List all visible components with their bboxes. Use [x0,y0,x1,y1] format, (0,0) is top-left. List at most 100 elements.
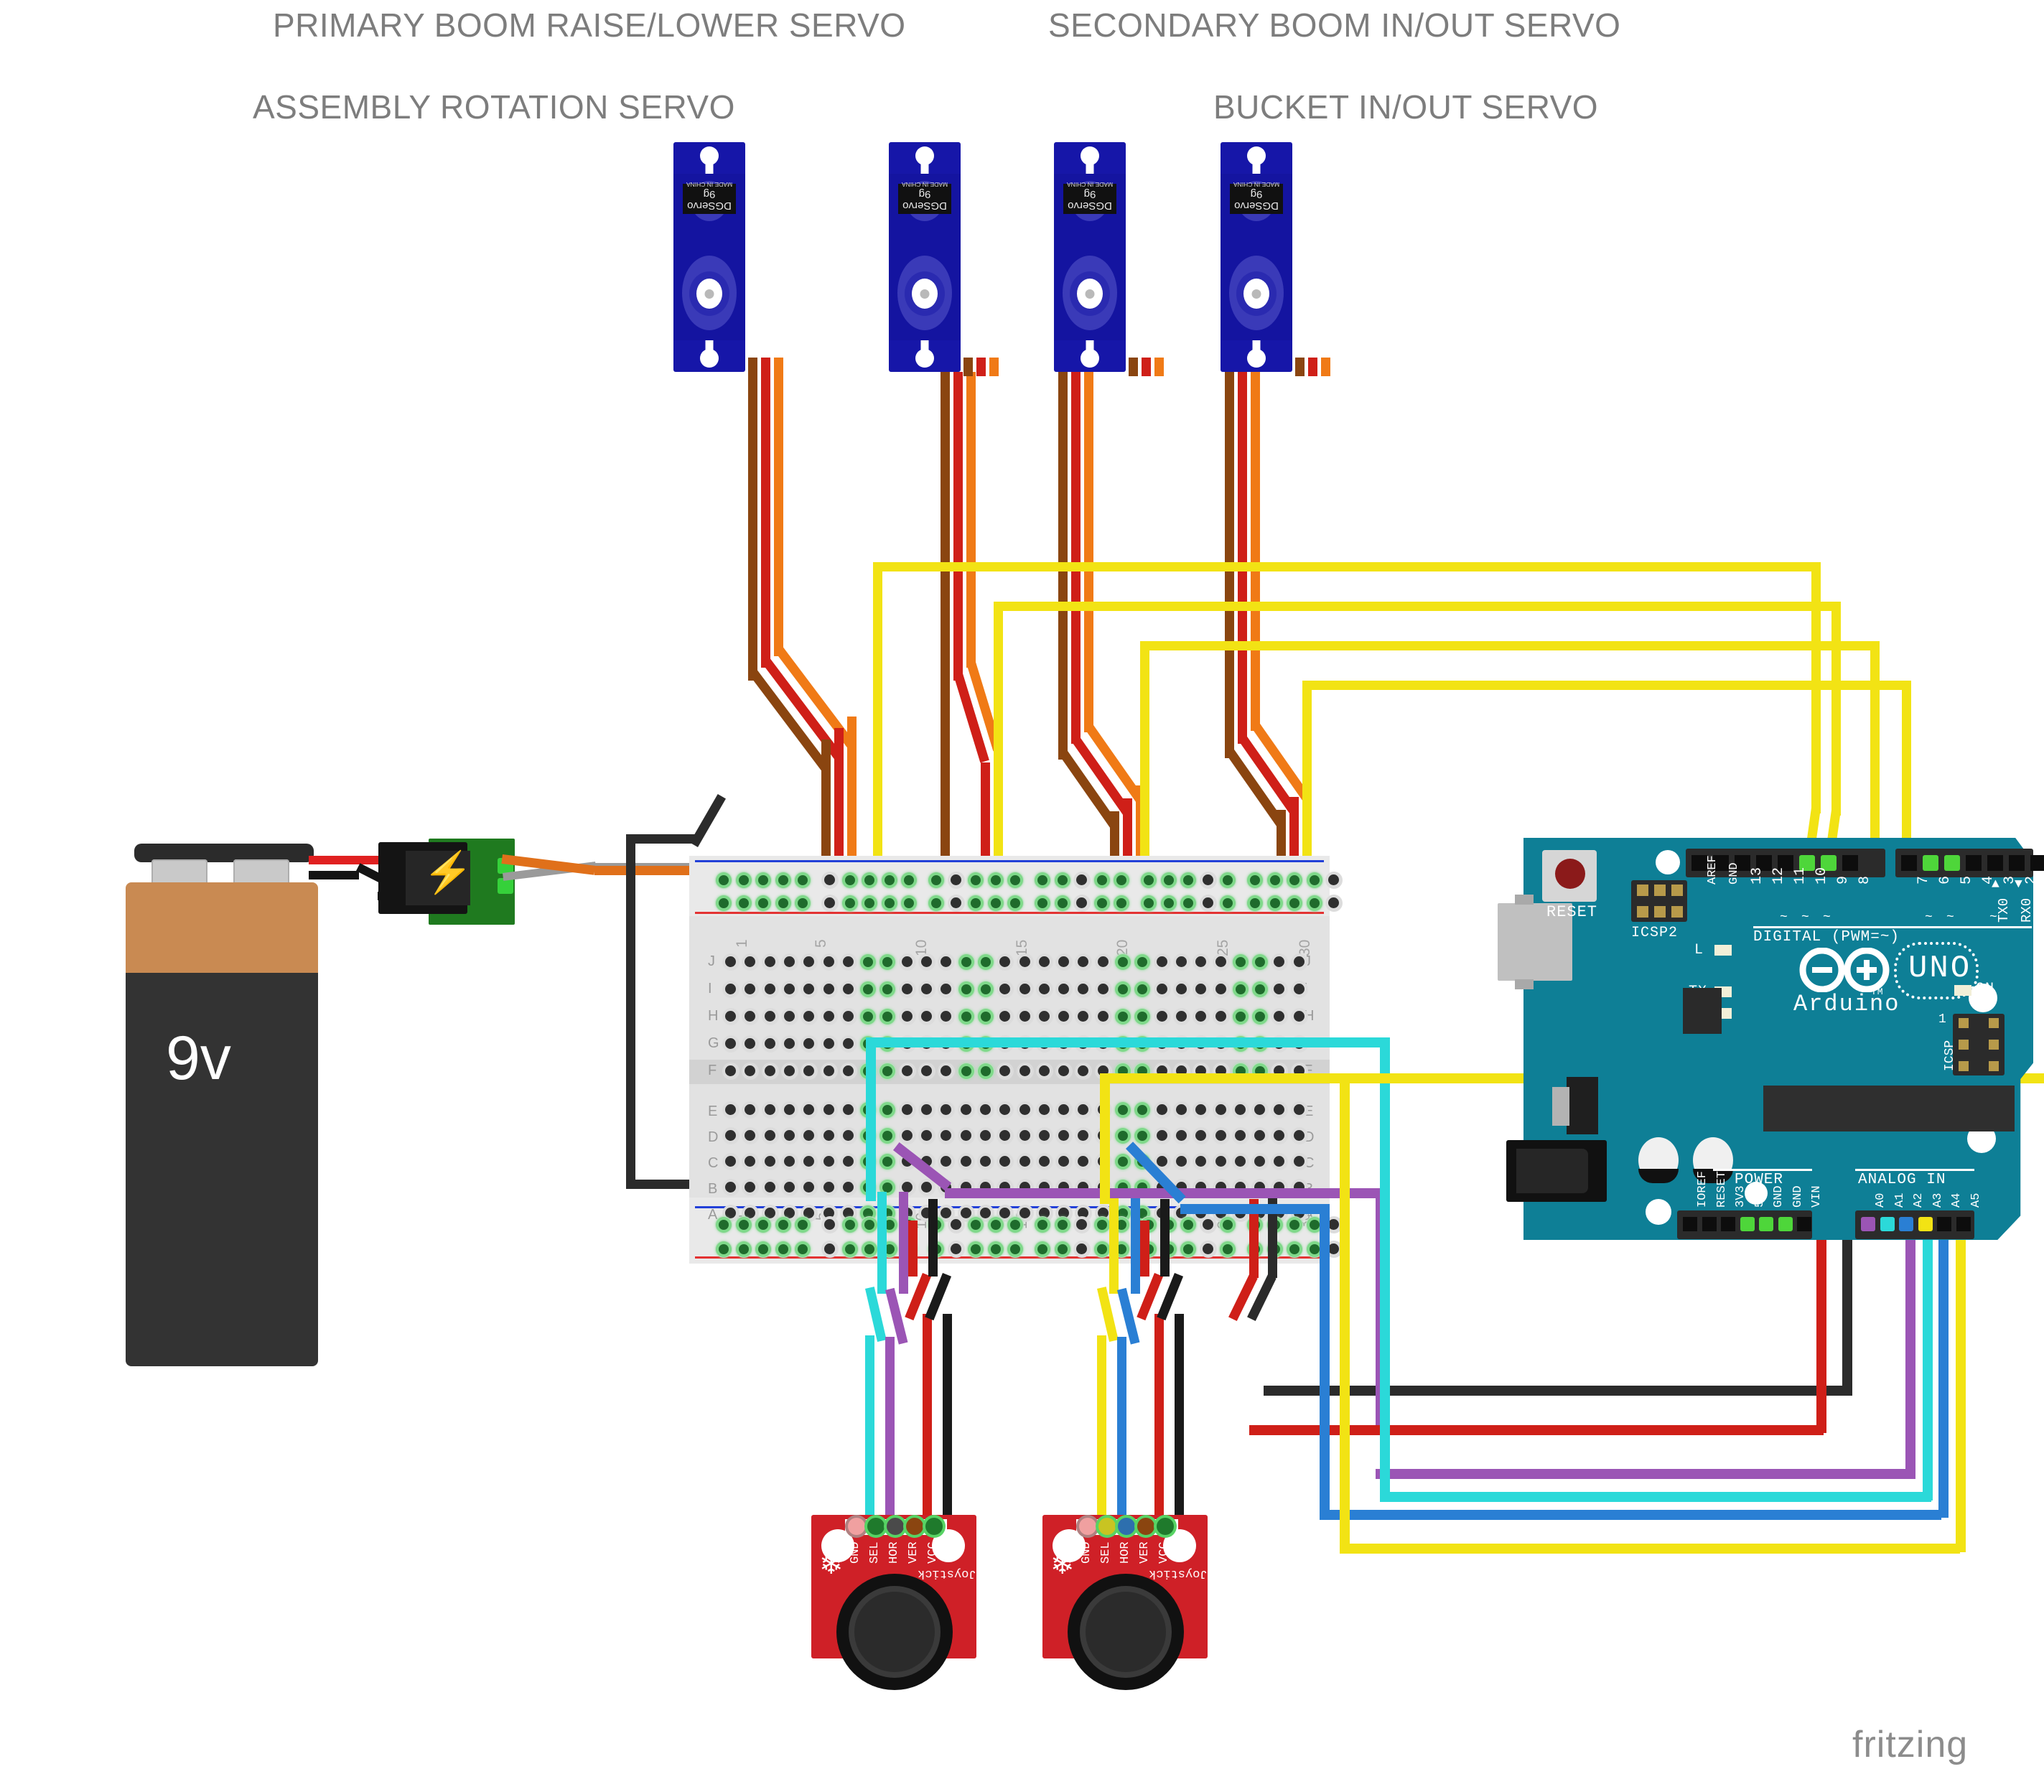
bb-bot-hole-r4-c16[interactable] [1038,1208,1050,1218]
bb-botrail-hole-1-17[interactable] [1076,1243,1088,1254]
bb-top-hole-r4-c3[interactable] [783,1065,795,1076]
bb-bot-hole-r2-c5[interactable] [823,1156,834,1167]
bb-top-hole-r1-c18[interactable] [1078,984,1089,994]
bb-toprail-hole-1-29[interactable] [1328,897,1340,908]
bb-botrail-hole-1-1[interactable] [735,1241,752,1257]
bb-top-hole-r4-c18[interactable] [1078,1065,1089,1076]
bb-top-hole-r2-c14[interactable] [999,1011,1011,1022]
bb-bot-hole-r3-c9[interactable] [901,1182,913,1193]
bb-bot-hole-r1-c10[interactable] [921,1130,932,1141]
bb-top-hole-r0-c25[interactable] [1215,956,1226,967]
bb-bot-hole-r0-c6[interactable] [842,1104,854,1115]
bb-botrail-hole-0-3[interactable] [775,1217,791,1233]
bb-bot-hole-r1-c21[interactable] [1134,1128,1151,1144]
bb-botrail-hole-1-24[interactable] [1220,1241,1236,1257]
digital-pin-socket-10[interactable] [1799,855,1815,871]
bb-bot-hole-r2-c2[interactable] [764,1156,775,1167]
joy2-pin-vcc[interactable] [1157,1518,1174,1535]
bb-top-hole-r1-c21[interactable] [1134,981,1151,997]
bb-toprail-hole-1-26[interactable] [1266,895,1283,911]
bb-toprail-hole-1-15[interactable] [1035,895,1050,911]
bb-botrail-hole-1-2[interactable] [755,1241,772,1257]
bb-bot-hole-r2-c12[interactable] [960,1156,971,1167]
joy1-pin-sel[interactable] [867,1518,885,1535]
bb-bot-hole-r4-c3[interactable] [783,1208,795,1218]
joy1-stick-inner[interactable] [854,1592,935,1672]
bb-bot-hole-r1-c6[interactable] [842,1130,854,1141]
bb-bot-hole-r2-c18[interactable] [1078,1156,1089,1167]
bb-bot-hole-r1-c0[interactable] [725,1130,736,1141]
bb-bot-hole-r0-c29[interactable] [1293,1104,1305,1115]
bb-bot-hole-r4-c18[interactable] [1078,1208,1089,1218]
bb-toprail-hole-1-14[interactable] [1007,895,1024,911]
bb-top-hole-r1-c19[interactable] [1097,984,1109,994]
bb-bot-hole-r3-c6[interactable] [842,1182,854,1193]
analog-pin-socket-A3[interactable] [1918,1217,1933,1231]
bb-botrail-hole-0-18[interactable] [1093,1217,1110,1233]
bb-bot-hole-r1-c4[interactable] [803,1130,815,1141]
digital-pin-socket-8[interactable] [1842,855,1858,871]
bb-bot-hole-r2-c13[interactable] [979,1156,991,1167]
bb-bot-hole-r0-c3[interactable] [783,1104,795,1115]
bb-toprail-hole-0-13[interactable] [987,872,1004,888]
joy1-pin-gnd[interactable] [848,1518,865,1535]
bb-botrail-hole-0-28[interactable] [1306,1217,1322,1233]
bb-bot-hole-r0-c2[interactable] [764,1104,775,1115]
bb-botrail-hole-1-14[interactable] [1007,1241,1024,1257]
bb-bot-hole-r2-c16[interactable] [1038,1156,1050,1167]
bb-top-hole-r0-c29[interactable] [1293,956,1305,967]
bb-top-hole-r2-c1[interactable] [745,1011,756,1022]
bb-top-hole-r2-c3[interactable] [783,1011,795,1022]
bb-bot-hole-r0-c28[interactable] [1274,1104,1285,1115]
bb-top-hole-r2-c23[interactable] [1175,1011,1187,1022]
bb-top-hole-r0-c2[interactable] [764,956,775,967]
bb-top-hole-r1-c1[interactable] [745,984,756,994]
bb-top-hole-r2-c21[interactable] [1134,1009,1151,1025]
bb-botrail-hole-0-4[interactable] [795,1217,811,1233]
bb-top-hole-r2-c15[interactable] [1019,1011,1030,1022]
bb-top-hole-r0-c14[interactable] [999,956,1011,967]
bb-botrail-hole-1-7[interactable] [862,1241,878,1257]
bb-top-hole-r1-c15[interactable] [1019,984,1030,994]
bb-bot-hole-r1-c22[interactable] [1156,1130,1167,1141]
digital-pin-socket-2[interactable] [2009,855,2025,871]
power-pin-socket-GND-5[interactable] [1778,1217,1793,1231]
bb-bot-hole-r1-c15[interactable] [1019,1130,1030,1141]
bb-top-hole-r0-c16[interactable] [1038,956,1050,967]
bb-toprail-hole-0-7[interactable] [862,872,878,888]
bb-top-hole-r2-c16[interactable] [1038,1011,1050,1022]
joy2-pin-ver[interactable] [1137,1518,1154,1535]
bb-top-hole-r0-c0[interactable] [725,956,736,967]
bb-toprail-hole-1-13[interactable] [987,895,1004,911]
bb-botrail-hole-1-16[interactable] [1054,1241,1070,1257]
bb-bot-hole-r0-c16[interactable] [1038,1104,1050,1115]
bb-bot-hole-r0-c5[interactable] [823,1104,834,1115]
bb-top-hole-r0-c6[interactable] [842,956,854,967]
bb-toprail-hole-0-25[interactable] [1247,872,1263,888]
bb-bot-hole-r0-c20[interactable] [1115,1102,1131,1118]
bb-bot-hole-r1-c12[interactable] [960,1130,971,1141]
bb-toprail-hole-1-6[interactable] [841,895,858,911]
analog-pin-socket-A4[interactable] [1937,1217,1951,1231]
analog-pin-socket-A5[interactable] [1956,1217,1971,1231]
bb-bot-hole-r0-c14[interactable] [999,1104,1011,1115]
bb-bot-hole-r4-c15[interactable] [1019,1208,1030,1218]
bb-top-hole-r0-c7[interactable] [860,954,877,970]
bb-top-hole-r1-c17[interactable] [1058,984,1070,994]
bb-toprail-hole-1-27[interactable] [1287,895,1303,911]
bb-botrail-hole-0-22[interactable] [1180,1217,1197,1233]
bb-bot-hole-r0-c26[interactable] [1234,1104,1246,1115]
bb-top-hole-r1-c14[interactable] [999,984,1011,994]
bb-top-hole-r1-c20[interactable] [1115,981,1131,997]
bb-top-hole-r2-c7[interactable] [860,1009,877,1025]
bb-toprail-hole-1-1[interactable] [735,895,752,911]
bb-botrail-hole-1-12[interactable] [968,1241,984,1257]
bb-top-hole-r2-c10[interactable] [921,1011,932,1022]
bb-top-hole-r1-c12[interactable] [958,981,974,997]
bb-top-hole-r1-c26[interactable] [1232,981,1249,997]
bb-toprail-hole-1-22[interactable] [1180,895,1197,911]
bb-botrail-hole-1-6[interactable] [841,1241,858,1257]
bb-botrail-hole-0-6[interactable] [841,1217,858,1233]
bb-top-hole-r1-c13[interactable] [977,981,994,997]
